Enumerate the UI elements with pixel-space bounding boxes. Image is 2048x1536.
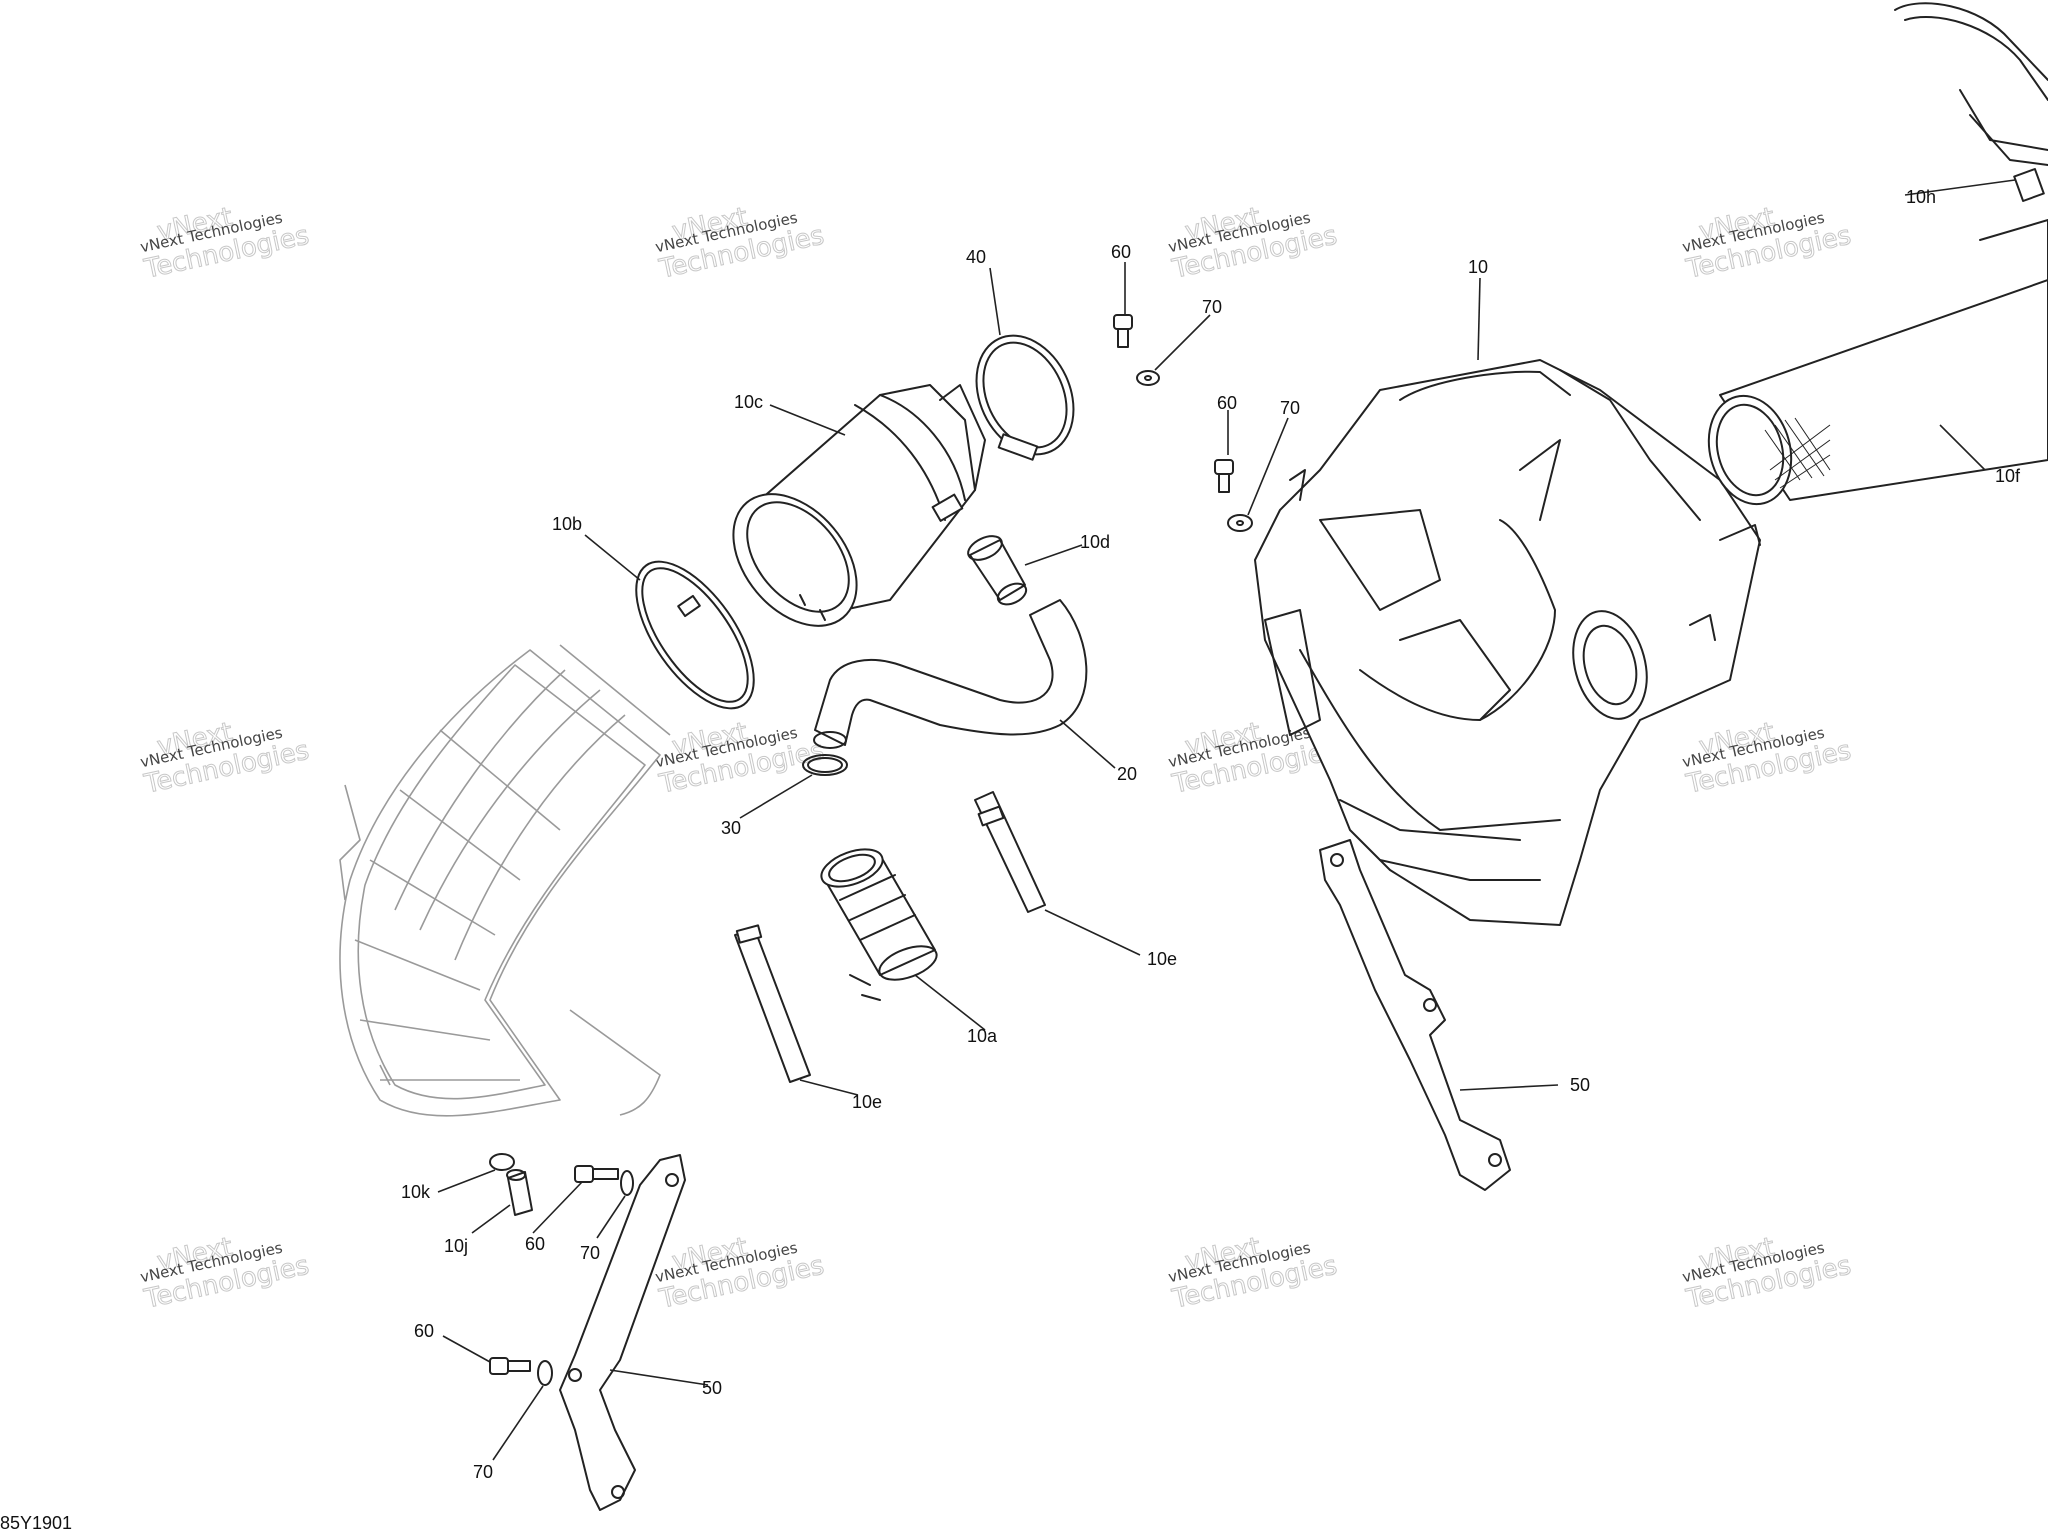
part-10a-coupler bbox=[820, 848, 938, 1001]
part-10k-clip bbox=[489, 1153, 515, 1171]
watermark: vNext Technologies vNext Technologies bbox=[1681, 202, 1855, 286]
part-50-bracket-right bbox=[1319, 839, 1511, 1191]
callout-10f: 10f bbox=[1995, 466, 2021, 486]
part-70-washer-bottom bbox=[537, 1360, 553, 1386]
part-30-clamp bbox=[802, 754, 848, 776]
callout-60: 60 bbox=[1217, 393, 1237, 413]
filter-mesh bbox=[1764, 417, 1831, 489]
watermark: vNext Technologies vNext Technologies bbox=[1681, 717, 1855, 801]
watermark: vNext Technologies vNext Technologies bbox=[654, 1232, 828, 1316]
leader-lines bbox=[437, 179, 2016, 1461]
callout-10: 10 bbox=[1468, 257, 1488, 277]
part-10b-seal-ring bbox=[635, 560, 755, 710]
callout-10e: 10e bbox=[1147, 949, 1177, 969]
callout-70: 70 bbox=[1280, 398, 1300, 418]
callout-70: 70 bbox=[473, 1462, 493, 1482]
callout-10k: 10k bbox=[401, 1182, 431, 1202]
part-70-washer-mid bbox=[1227, 514, 1253, 532]
part-20-hose bbox=[813, 599, 1088, 749]
part-10e-strap-lower bbox=[734, 924, 811, 1083]
callout-10d: 10d bbox=[1080, 532, 1110, 552]
part-10d-fitting bbox=[967, 535, 1028, 606]
callout-50: 50 bbox=[702, 1378, 722, 1398]
watermark: vNext Technologies vNext Technologies bbox=[1681, 1232, 1855, 1316]
callout-70: 70 bbox=[1202, 297, 1222, 317]
callout-60: 60 bbox=[525, 1234, 545, 1254]
watermark: vNext Technologies vNext Technologies bbox=[139, 202, 313, 286]
part-70-washer-lower bbox=[620, 1170, 634, 1196]
callout-20: 20 bbox=[1117, 764, 1137, 784]
part-40-clamp bbox=[975, 334, 1075, 461]
callout-labels: 40 60 70 60 70 10 10c 10d 10b 20 30 10e … bbox=[0, 187, 2021, 1533]
callout-70: 70 bbox=[580, 1243, 600, 1263]
watermark: vNext Technologies vNext Technologies bbox=[139, 717, 313, 801]
part-50-bracket-left bbox=[559, 1154, 686, 1511]
callout-50: 50 bbox=[1570, 1075, 1590, 1095]
callout-10a: 10a bbox=[967, 1026, 998, 1046]
part-10h-clip bbox=[1894, 2, 2048, 202]
part-10-airbox bbox=[1254, 359, 1761, 926]
part-60-bolt-lower bbox=[574, 1165, 619, 1183]
callout-10e: 10e bbox=[852, 1092, 882, 1112]
callout-10h: 10h bbox=[1906, 187, 1936, 207]
watermark: vNext Technologies vNext Technologies bbox=[1167, 202, 1341, 286]
callout-10c: 10c bbox=[734, 392, 763, 412]
watermark: vNext Technologies vNext Technologies bbox=[1167, 1232, 1341, 1316]
part-10e-strap-upper bbox=[974, 791, 1046, 913]
part-70-washer-upper bbox=[1136, 370, 1160, 386]
callout-60: 60 bbox=[1111, 242, 1131, 262]
part-10f-filter bbox=[1707, 219, 2048, 506]
callout-30: 30 bbox=[721, 818, 741, 838]
ghost-intake-duct bbox=[339, 644, 671, 1117]
part-10j-sleeve bbox=[506, 1169, 533, 1216]
part-60-bolt-mid bbox=[1214, 459, 1234, 493]
part-10c-intake-adapter bbox=[732, 384, 986, 627]
callout-60: 60 bbox=[414, 1321, 434, 1341]
part-60-bolt-upper bbox=[1113, 314, 1133, 348]
watermark: vNext Technologies vNext Technologies bbox=[654, 202, 828, 286]
callout-40: 40 bbox=[966, 247, 986, 267]
watermark: vNext Technologies vNext Technologies bbox=[654, 717, 828, 801]
diagram-code: 85Y1901 bbox=[0, 1513, 72, 1533]
callout-10b: 10b bbox=[552, 514, 582, 534]
watermark: vNext Technologies vNext Technologies bbox=[139, 1232, 313, 1316]
part-60-bolt-bottom bbox=[489, 1357, 531, 1375]
callout-10j: 10j bbox=[444, 1236, 468, 1256]
